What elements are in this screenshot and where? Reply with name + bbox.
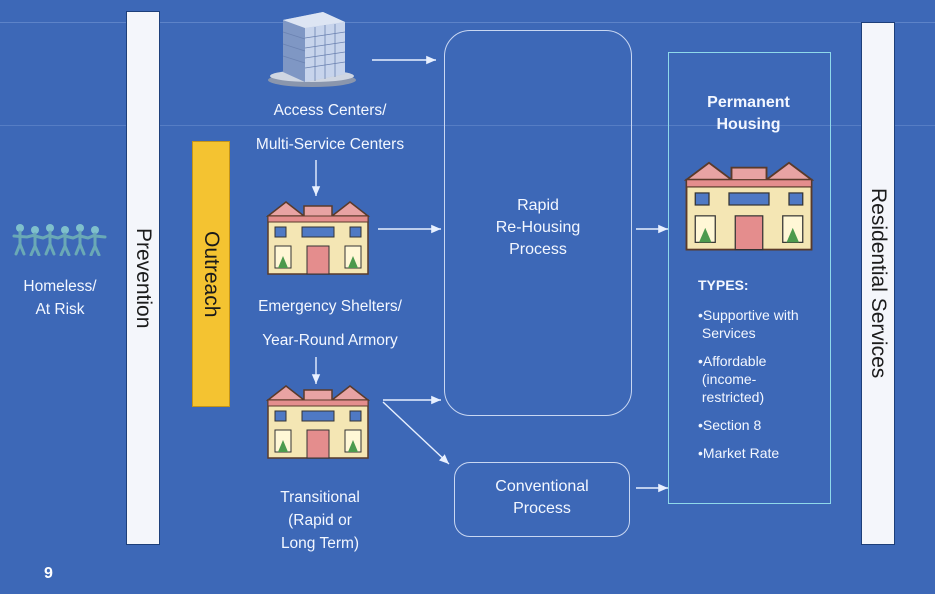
types-title: TYPES:	[698, 277, 749, 293]
outreach-bar: Outreach	[192, 141, 230, 407]
conventional-box	[454, 462, 630, 537]
access-centers-label-1: Access Centers/	[273, 102, 387, 119]
page-number: 9	[44, 565, 53, 582]
rapid-rehousing-label: Rapid Re-Housing Process	[495, 197, 581, 258]
emergency-label-1: Emergency Shelters/	[258, 298, 402, 315]
access-centers-label-2: Multi-Service Centers	[255, 136, 405, 153]
house-building-icon	[265, 198, 371, 276]
house-building-icon	[265, 382, 371, 460]
people-chain-icon	[12, 222, 108, 257]
permanent-housing-box	[668, 52, 831, 504]
list-item: •Market Rate	[698, 445, 780, 461]
conventional-label: Conventional Process	[495, 478, 589, 517]
list-item: •Affordable (income- restricted)	[698, 353, 767, 405]
homeless-label: Homeless/ At Risk	[23, 278, 97, 318]
prevention-label: Prevention	[132, 227, 155, 329]
list-item: •Section 8	[698, 417, 762, 433]
list-item: •Supportive with Services	[698, 307, 799, 341]
office-building-icon	[265, 8, 359, 88]
transitional-label: Transitional (Rapid or Long Term)	[280, 489, 360, 552]
residential-services-label: Residential Services	[867, 188, 890, 379]
emergency-label-2: Year-Round Armory	[262, 332, 398, 349]
house-building-icon	[683, 158, 815, 252]
top-rule	[0, 22, 935, 23]
arrow-transitional-to-conventional	[382, 401, 450, 465]
residential-services-bar: Residential Services	[861, 22, 895, 545]
outreach-label: Outreach	[200, 230, 223, 318]
permanent-housing-title: Permanent Housing	[707, 94, 790, 133]
types-list: •Supportive with Services •Affordable (i…	[698, 306, 826, 472]
prevention-bar: Prevention	[126, 11, 160, 545]
mid-rule	[0, 125, 935, 126]
rapid-rehousing-box	[444, 30, 632, 416]
